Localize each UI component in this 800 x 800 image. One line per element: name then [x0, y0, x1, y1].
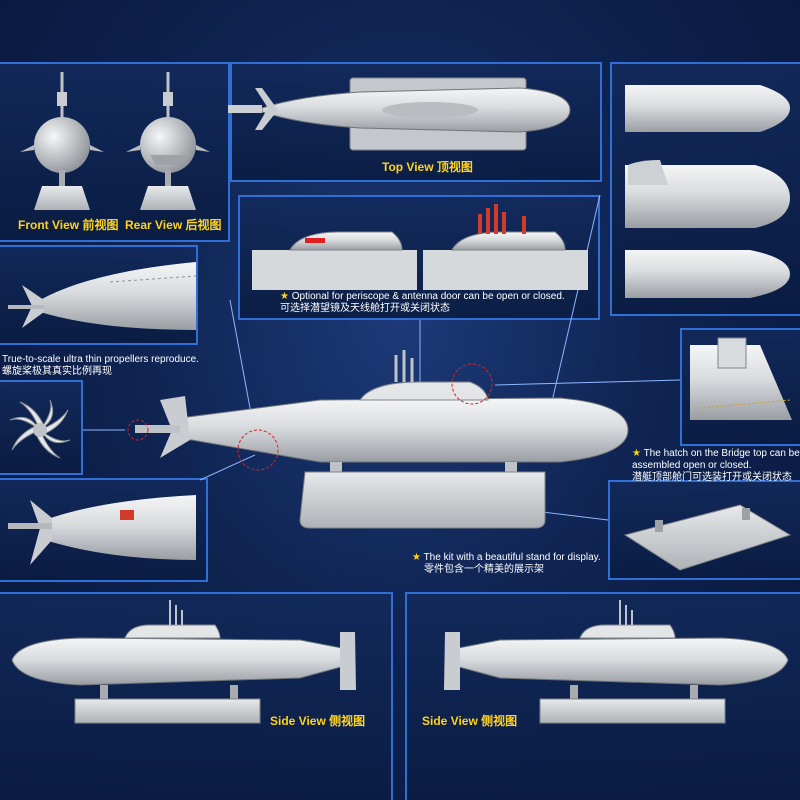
propeller-note-en: True-to-scale ultra thin propellers repr… — [2, 354, 199, 365]
rear-view-model — [126, 72, 210, 210]
stand-note: ★ The kit with a beautiful stand for dis… — [412, 552, 601, 576]
top-view-title-cn: 顶视图 — [436, 160, 473, 174]
hatch-closeup-model — [690, 337, 792, 420]
front-view-title-cn: 前视图 — [82, 218, 119, 232]
side-view-right-model — [444, 600, 789, 724]
star-icon: ★ — [632, 448, 641, 459]
propeller-note: True-to-scale ultra thin propellers repr… — [2, 354, 199, 378]
top-view-model — [228, 77, 571, 151]
rear-view-label: Rear View 后视图 — [125, 216, 222, 233]
hatch-note-en-1: The hatch on the Bridge top can be — [643, 448, 800, 459]
stand-closeup-model — [623, 504, 792, 571]
stand-note-cn: 零件包含一个精美的展示架 — [424, 564, 544, 575]
hatch-note: ★ The hatch on the Bridge top can be ass… — [632, 448, 800, 484]
front-view-label: Front View 前视图 — [18, 216, 118, 233]
stand-note-en: The kit with a beautiful stand for displ… — [423, 552, 601, 563]
hatch-note-cn: 潜艇顶部舱门可选装打开或关闭状态 — [632, 472, 792, 483]
top-view-title: Top View — [382, 160, 434, 174]
periscope-closed-model — [252, 231, 417, 290]
stern-detail-lower-model — [8, 495, 196, 565]
side-view-right-label: Side View 侧视图 — [422, 712, 517, 729]
top-view-label: Top View 顶视图 — [382, 158, 473, 175]
main-submarine-model — [127, 350, 629, 529]
periscope-note: ★ Optional for periscope & antenna door … — [280, 291, 565, 315]
hull-detail-right-models — [625, 85, 790, 298]
front-view-model — [20, 72, 104, 210]
side-view-right-title: Side View — [422, 714, 478, 728]
side-view-right-title-cn: 侧视图 — [481, 714, 518, 728]
hatch-note-en-2: assembled open or closed. — [632, 460, 752, 471]
side-view-left-model — [11, 600, 356, 724]
propeller-note-cn: 螺旋桨极其真实比例再现 — [2, 366, 112, 377]
front-view-title: Front View — [18, 218, 80, 232]
rear-view-title-cn: 后视图 — [185, 218, 222, 232]
stern-detail-upper-model — [8, 262, 197, 330]
propeller-model — [9, 399, 71, 459]
callout-line — [199, 454, 256, 481]
star-icon: ★ — [412, 552, 421, 563]
periscope-note-en: Optional for periscope & antenna door ca… — [291, 291, 565, 302]
side-view-left-title: Side View — [270, 714, 326, 728]
periscope-open-model — [423, 204, 588, 290]
periscope-note-cn: 可选择潜望镜及天线舱打开或关闭状态 — [280, 303, 450, 314]
side-view-left-title-cn: 侧视图 — [329, 714, 366, 728]
propeller-closeup-panel — [0, 380, 83, 475]
callout-line — [549, 194, 601, 411]
star-icon: ★ — [280, 291, 289, 302]
side-view-left-label: Side View 侧视图 — [270, 712, 365, 729]
callout-line — [494, 379, 681, 386]
rear-view-title: Rear View — [125, 218, 183, 232]
